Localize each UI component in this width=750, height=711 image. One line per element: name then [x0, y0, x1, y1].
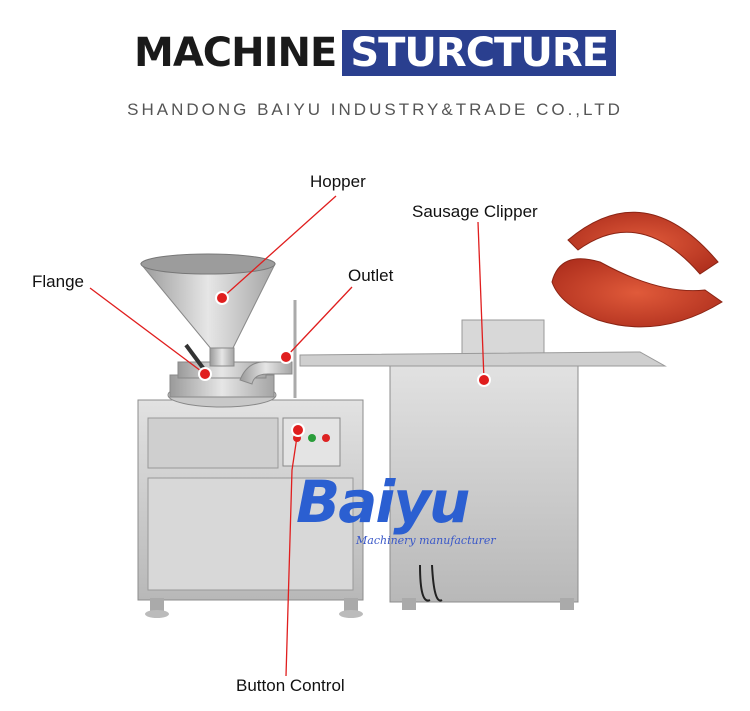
label-sausage-clipper: Sausage Clipper: [412, 202, 538, 221]
company-subtitle: SHANDONG BAIYU INDUSTRY&TRADE CO.,LTD: [127, 100, 623, 119]
title-part1: MACHINE: [134, 30, 337, 76]
label-flange: Flange: [32, 272, 84, 291]
sausage-image: [551, 211, 723, 328]
brand-logo: Baiyu: [296, 468, 470, 536]
label-outlet: Outlet: [348, 266, 394, 285]
button-red-2[interactable]: [322, 434, 330, 442]
label-button-control: Button Control: [236, 676, 345, 695]
label-hopper: Hopper: [310, 172, 366, 191]
button-green[interactable]: [308, 434, 316, 442]
callout-dots: [198, 291, 491, 437]
title-part2: STURCTURE: [342, 30, 616, 76]
brand-tagline: Machinery manufacturer: [356, 534, 496, 547]
callout-lines: [89, 195, 485, 677]
filler-body: [137, 399, 364, 618]
clipper-body: [299, 319, 667, 610]
hopper: [139, 253, 277, 408]
control-panel: [282, 417, 341, 467]
outlet-pipe: [239, 300, 297, 398]
